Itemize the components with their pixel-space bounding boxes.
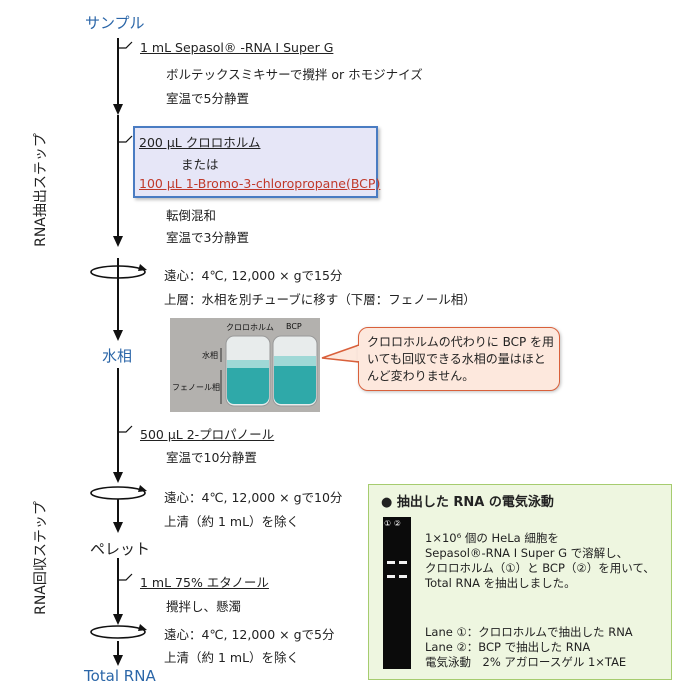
step1-reagent: 1 mL Sepasol® -RNA I Super G [140,40,334,55]
callout-note: クロロホルムの代わりに BCP を用いても回収できる水相の量はほとんど変わりませ… [358,327,560,391]
centrifuge-icon-3 [90,624,147,639]
branch-connector-4 [118,573,133,581]
side-label-recovery: RNA回収ステップ [33,501,49,615]
flow-arrow-1 [113,38,123,115]
box-line3: 100 µL 1-Bromo-3-chloropropane(BCP) [139,176,381,191]
gel-band-2b [399,575,407,578]
gel-lane2-legend: Lane ②：BCP で抽出した RNA [425,640,591,654]
flow-arrow-2 [113,115,123,247]
gel-desc-1: 1×10⁶ 個の HeLa 細胞を [425,531,559,545]
centrifuge3-line2: 上清（約 1 mL）を除く [164,650,300,665]
branch-connector-1 [118,41,133,49]
centrifuge2-line2: 上清（約 1 mL）を除く [164,514,300,529]
branch-connector-2 [118,135,133,143]
tube-photo: クロロホルム BCP 水相 フェノール相 [170,318,320,412]
centrifuge3-line1: 遠心：4℃, 12,000 × gで5分 [164,627,335,642]
flow-arrow-6 [113,558,123,625]
step4-line1: 攪拌し、懸濁 [166,599,242,614]
stage-total-rna: Total RNA [84,667,156,685]
flow-arrow-7 [113,641,123,666]
gel-desc-2: Sepasol®-RNA I Super G で溶解し、 [425,546,629,560]
gel-electrophoresis-panel: ● 抽出した RNA の電気泳動 ① ② 1×10⁶ 個の HeLa 細胞を S… [368,484,672,680]
step4-reagent: 1 mL 75% エタノール [140,575,269,590]
callout-text: クロロホルムの代わりに BCP を用いても回収できる水相の量はほとんど変わりませ… [367,335,555,383]
centrifuge2-line1: 遠心：4℃, 12,000 × gで10分 [164,490,343,505]
photo-label-aqueous: 水相 [202,351,218,360]
side-label-extraction: RNA抽出ステップ [33,133,49,247]
gel-band-2a [399,561,407,564]
branch-connector-3 [118,425,133,433]
step3-reagent: 500 µL 2-プロパノール [140,427,275,442]
photo-label-bcp: BCP [286,322,302,331]
flow-arrow-3 [113,258,123,341]
flow-arrow-4 [113,368,123,483]
box-line1: 200 µL クロロホルム [139,135,261,150]
stage-sample: サンプル [85,14,145,32]
gel-band-1b [387,575,395,578]
stage-aqueous: 水相 [102,347,133,365]
stage-pellet: ペレット [90,540,151,558]
gel-lane1-legend: Lane ①：クロロホルムで抽出した RNA [425,625,633,639]
solvent-choice-box: 200 µL クロロホルム または 100 µL 1-Bromo-3-chlor… [133,126,381,198]
gel-conditions: 電気泳動 2% アガロースゲル 1×TAE [425,655,627,669]
gel-desc-3: クロロホルム（①）と BCP（②）を用いて、Total RNA を抽出しました。 [425,561,655,590]
step2-line1: 転倒混和 [166,208,217,223]
gel-panel-title: ● 抽出した RNA の電気泳動 [381,495,554,510]
photo-label-phenol: フェノール相 [172,383,220,392]
step1-line2: 室温で5分静置 [166,91,249,106]
centrifuge1-line2: 上層：水相を別チューブに移す（下層：フェノール相） [164,292,476,307]
gel-image: ① ② [383,517,411,669]
gel-lane-marks: ① ② [384,519,401,528]
step1-line1: ボルテックスミキサーで攪拌 or ホモジナイズ [166,67,423,82]
step2-line2: 室温で3分静置 [166,230,249,245]
tube-illustration [170,318,320,412]
centrifuge-icon-1 [90,264,147,279]
gel-band-1a [387,561,395,564]
centrifuge1-line1: 遠心：4℃, 12,000 × gで15分 [164,268,343,283]
step3-line1: 室温で10分静置 [166,450,257,465]
centrifuge-icon-2 [90,485,147,500]
box-line2: または [181,157,219,172]
photo-label-chloroform: クロロホルム [226,323,274,332]
flow-arrow-5 [113,499,123,533]
